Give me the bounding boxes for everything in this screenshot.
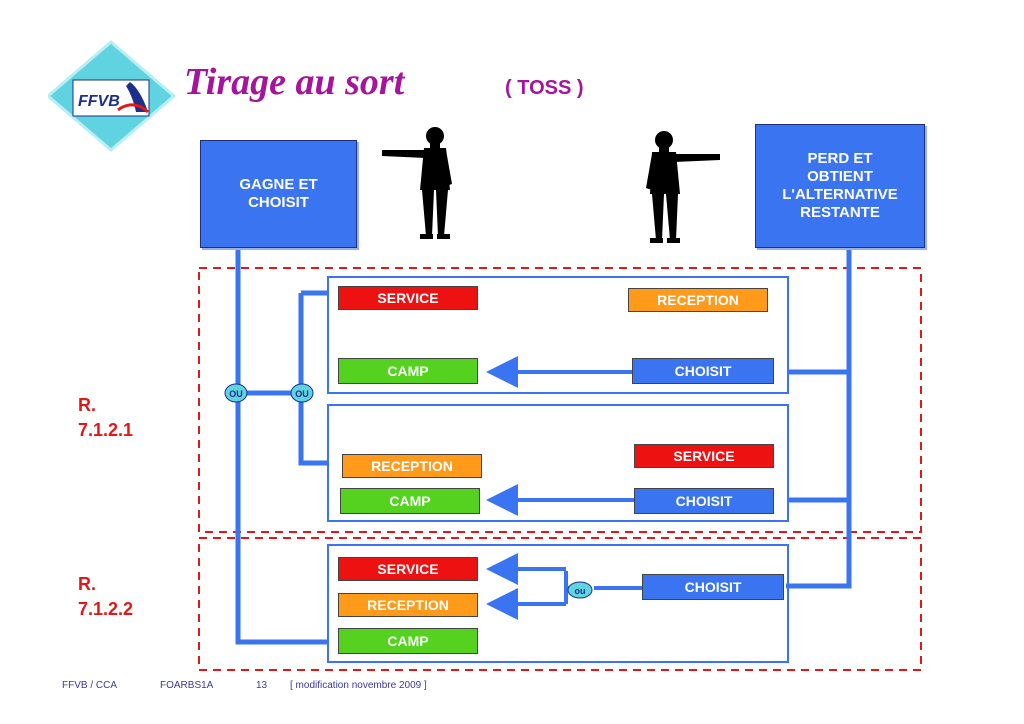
logo-text: FFVB	[78, 93, 120, 110]
section2-camp: CAMP	[338, 628, 478, 654]
option-a-reception: RECEPTION	[628, 288, 768, 312]
ou-badge-3-label: ou	[575, 586, 586, 596]
section-frame-2	[198, 537, 922, 671]
rule-label-2: R.7.1.2.2	[78, 574, 134, 619]
option-a-service: SERVICE	[338, 286, 478, 310]
ou-badge-1-label: OU	[229, 389, 243, 399]
section-frame-1	[198, 267, 922, 533]
ou-badge-1	[224, 383, 248, 403]
ou-badge-3	[567, 581, 593, 599]
ou-badge-2-label: OU	[295, 389, 309, 399]
perd-line2: OBTIENT	[807, 168, 873, 185]
footer-note: [ modification novembre 2009 ]	[290, 680, 427, 691]
ou-badge-2	[290, 383, 314, 403]
option-b-choisit: CHOISIT	[634, 488, 774, 514]
referee-silhouette-left-icon	[382, 127, 452, 239]
referee-silhouette-right-icon	[646, 131, 720, 243]
section2-reception: RECEPTION	[338, 593, 478, 617]
footer-code: FOARBS1A	[160, 680, 214, 691]
section2-service: SERVICE	[338, 557, 478, 581]
rule-label-1: R.7.1.2.1	[78, 395, 134, 440]
footer-page: 13	[256, 680, 268, 691]
page-title: Tirage au sort	[184, 61, 405, 103]
page-subtitle: ( TOSS )	[505, 77, 584, 99]
option-b-reception: RECEPTION	[342, 454, 482, 478]
option-a-choisit: CHOISIT	[632, 358, 774, 384]
gagne-line2: CHOISIT	[248, 194, 309, 211]
perd-line3: L'ALTERNATIVE	[782, 186, 898, 203]
perd-line1: PERD ET	[807, 150, 873, 167]
perd-line4: RESTANTE	[800, 204, 880, 221]
footer-org: FFVB / CCA	[62, 680, 118, 691]
section2-choisit: CHOISIT	[642, 574, 784, 600]
option-b-service: SERVICE	[634, 444, 774, 468]
option-a-camp: CAMP	[338, 358, 478, 384]
gagne-line1: GAGNE ET	[239, 176, 318, 193]
ffvb-logo: FFVB	[48, 40, 177, 152]
option-b-camp: CAMP	[340, 488, 480, 514]
